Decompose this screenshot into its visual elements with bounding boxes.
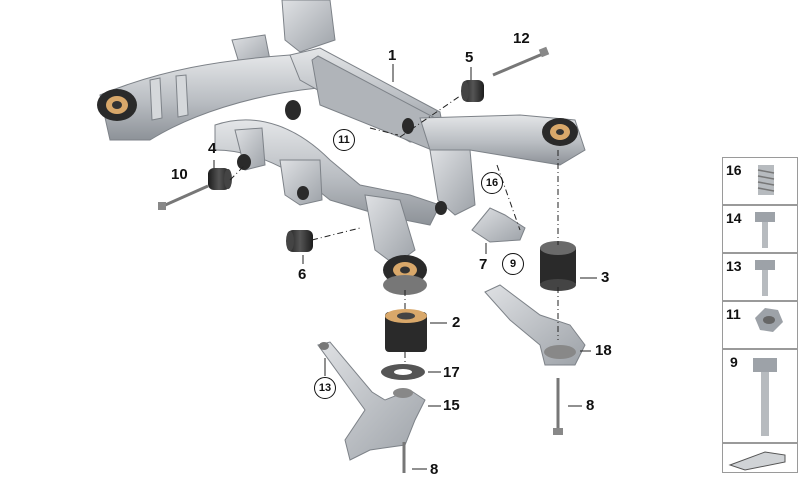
- callout-17: 17: [443, 364, 460, 381]
- bolt-8-right: [553, 378, 563, 435]
- bushing-5: [461, 80, 484, 102]
- bushing-2: [385, 309, 427, 352]
- callout-3: 3: [601, 269, 610, 286]
- legend-label-9: 9: [730, 354, 738, 370]
- callout-6: 6: [298, 266, 307, 283]
- callout-1: 1: [388, 47, 397, 64]
- spring-nut-16-art: [757, 165, 775, 195]
- bolt-13-art: [755, 260, 775, 296]
- legend-label-11: 11: [726, 306, 741, 322]
- bracket-7: [471, 207, 526, 243]
- strut-15: [317, 341, 426, 461]
- assembly-lines: [229, 95, 559, 365]
- callout-13: 13: [314, 377, 336, 399]
- nut-11-art: [755, 308, 783, 332]
- bolt-9-art: [753, 358, 777, 436]
- washer-17: [381, 364, 425, 380]
- callout-2: 2: [452, 314, 461, 331]
- callout-15: 15: [443, 397, 460, 414]
- callout-8-right: 8: [586, 397, 595, 414]
- callout-4: 4: [208, 140, 217, 157]
- legend-frames: [722, 157, 798, 473]
- callout-18: 18: [595, 342, 612, 359]
- legend-label-14: 14: [726, 210, 742, 226]
- callout-9: 9: [502, 253, 524, 275]
- callout-12: 12: [513, 30, 530, 47]
- leader-lines: [213, 64, 597, 470]
- bolt-14-art: [755, 212, 775, 248]
- bolt-12: [492, 46, 550, 77]
- bushing-4: [208, 168, 232, 190]
- bolt-10: [158, 184, 209, 210]
- callout-7: 7: [479, 256, 488, 273]
- callout-10: 10: [171, 166, 188, 183]
- callout-16: 16: [481, 172, 503, 194]
- callout-5: 5: [465, 49, 474, 66]
- bushing-3: [540, 241, 576, 291]
- legend-label-16: 16: [726, 162, 742, 178]
- legend-label-13: 13: [726, 258, 742, 274]
- subframe-bushings: [97, 89, 578, 295]
- callout-8-bottom: 8: [430, 461, 439, 478]
- callout-11: 11: [333, 129, 355, 151]
- strut-18: [484, 284, 586, 366]
- direction-arrow-icon: [728, 451, 786, 471]
- bushing-6: [286, 230, 313, 252]
